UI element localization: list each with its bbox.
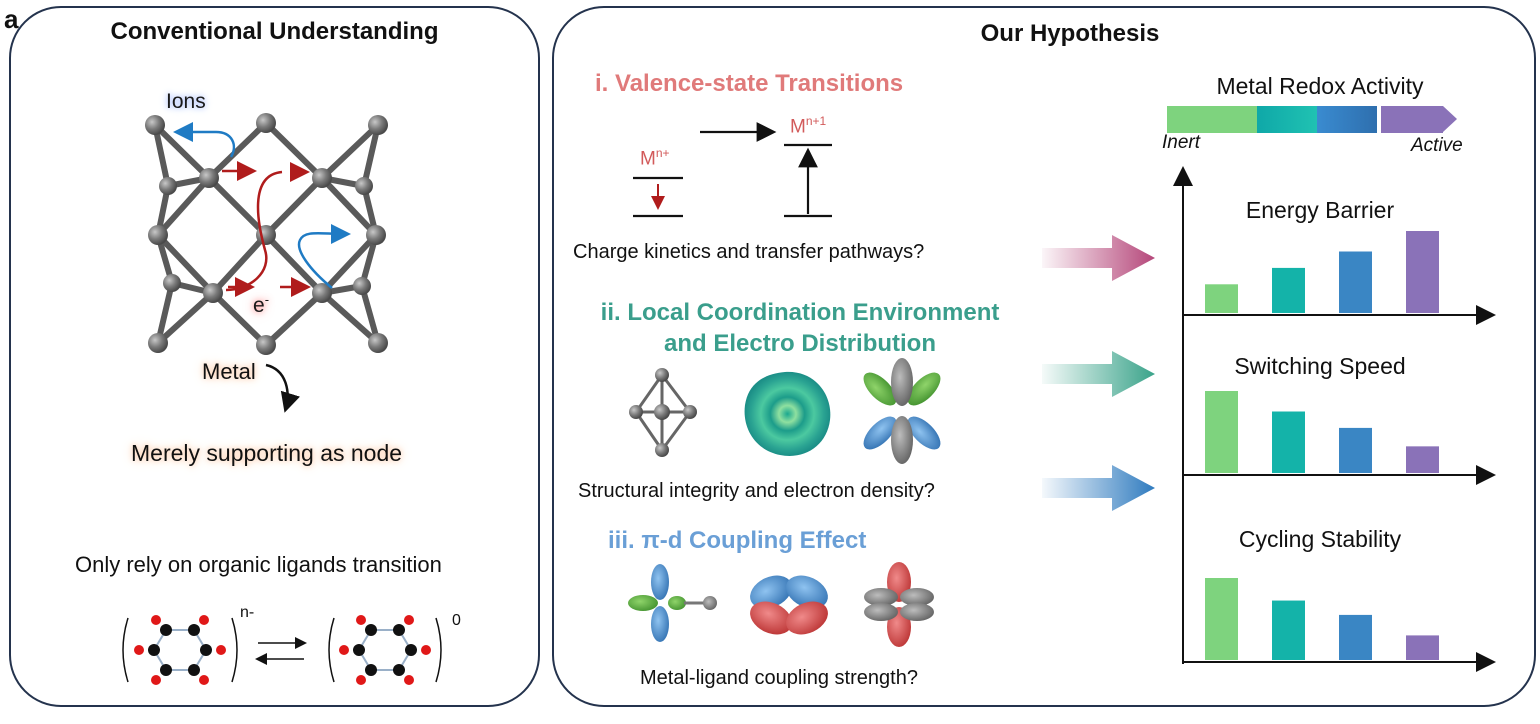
section2-title-line1: ii. Local Coordination Environment (600, 299, 1000, 326)
lattice-nodes (145, 113, 388, 355)
ligand-caption: Only rely on organic ligands transition (75, 552, 442, 577)
ligand-molecule-neutral (339, 615, 431, 685)
chart1-bar-4 (1406, 231, 1439, 313)
p-orbital-ligand-icon (628, 564, 717, 642)
conventional-panel (9, 6, 540, 707)
chart2-bar-1 (1205, 391, 1238, 473)
chart3-title: Cycling Stability (1238, 526, 1402, 552)
m-low-symbol: M (640, 148, 656, 170)
chart3-bar-1 (1205, 578, 1238, 660)
hypothesis-panel (552, 6, 1536, 707)
chart2-bar-3 (1339, 427, 1372, 473)
scale-title: Metal Redox Activity (1216, 73, 1424, 99)
chart2-bar-4 (1406, 446, 1439, 473)
section3-question: Metal-ligand coupling strength? (640, 667, 918, 689)
charge-neutral: 0 (452, 612, 461, 629)
scale-segment-2 (1257, 106, 1317, 133)
dz2-orbital-icon (864, 562, 934, 647)
section2-question: Structural integrity and electron densit… (578, 480, 935, 502)
chart3-bar-4 (1406, 635, 1439, 660)
charge-reduced: n- (240, 604, 255, 621)
ligand-redox-equilibrium (122, 615, 442, 685)
d-pi-orbital-icon (750, 575, 828, 635)
flow-arrow-1 (1042, 235, 1155, 281)
chart1-bar-2 (1272, 267, 1305, 313)
redox-scale (1167, 106, 1477, 133)
flow-arrow-3 (1042, 465, 1155, 511)
ions-label: Ions (166, 90, 206, 113)
scale-right-label: Active (1411, 135, 1463, 156)
chart2-title: Switching Speed (1234, 353, 1406, 379)
m-high-charge: n+1 (805, 114, 827, 128)
ligand-molecule-reduced (134, 615, 226, 685)
right-title: Our Hypothesis (980, 20, 1160, 47)
chart2-bar-2 (1272, 411, 1305, 473)
octahedron-icon (629, 368, 697, 457)
chart1-title: Energy Barrier (1245, 197, 1395, 223)
section1-title: i. Valence-state Transitions (595, 70, 904, 97)
d-orbital-icon (863, 358, 941, 464)
chart3-bar-3 (1339, 614, 1372, 660)
m-high-symbol: M (790, 116, 806, 138)
charge-arrows (173, 122, 351, 413)
scale-segment-4 (1381, 106, 1443, 133)
scale-segment-3 (1317, 106, 1377, 133)
left-title: Conventional Understanding (110, 18, 439, 45)
chart1-bar-3 (1339, 251, 1372, 313)
chart3-bar-2 (1272, 600, 1305, 660)
mof-lattice-illustration (145, 113, 388, 413)
metal-role-text: Merely supporting as node (131, 440, 403, 466)
section3-title: iii. π-d Coupling Effect (608, 527, 867, 554)
section1-question: Charge kinetics and transfer pathways? (573, 241, 925, 263)
scale-left-label: Inert (1162, 132, 1201, 153)
scale-segment-1 (1167, 106, 1257, 133)
electron-density-icon (744, 371, 831, 456)
electron-charge: - (264, 292, 270, 307)
scale-arrow-tip (1443, 106, 1457, 132)
flow-arrow-2 (1042, 351, 1155, 397)
electron-label: e (253, 294, 265, 317)
m-low-charge: n+ (655, 146, 670, 160)
panel-label: a (4, 4, 19, 34)
chart1-bar-1 (1205, 284, 1238, 313)
metal-label: Metal (202, 359, 256, 384)
section2-title-line2: and Electro Distribution (663, 330, 936, 357)
